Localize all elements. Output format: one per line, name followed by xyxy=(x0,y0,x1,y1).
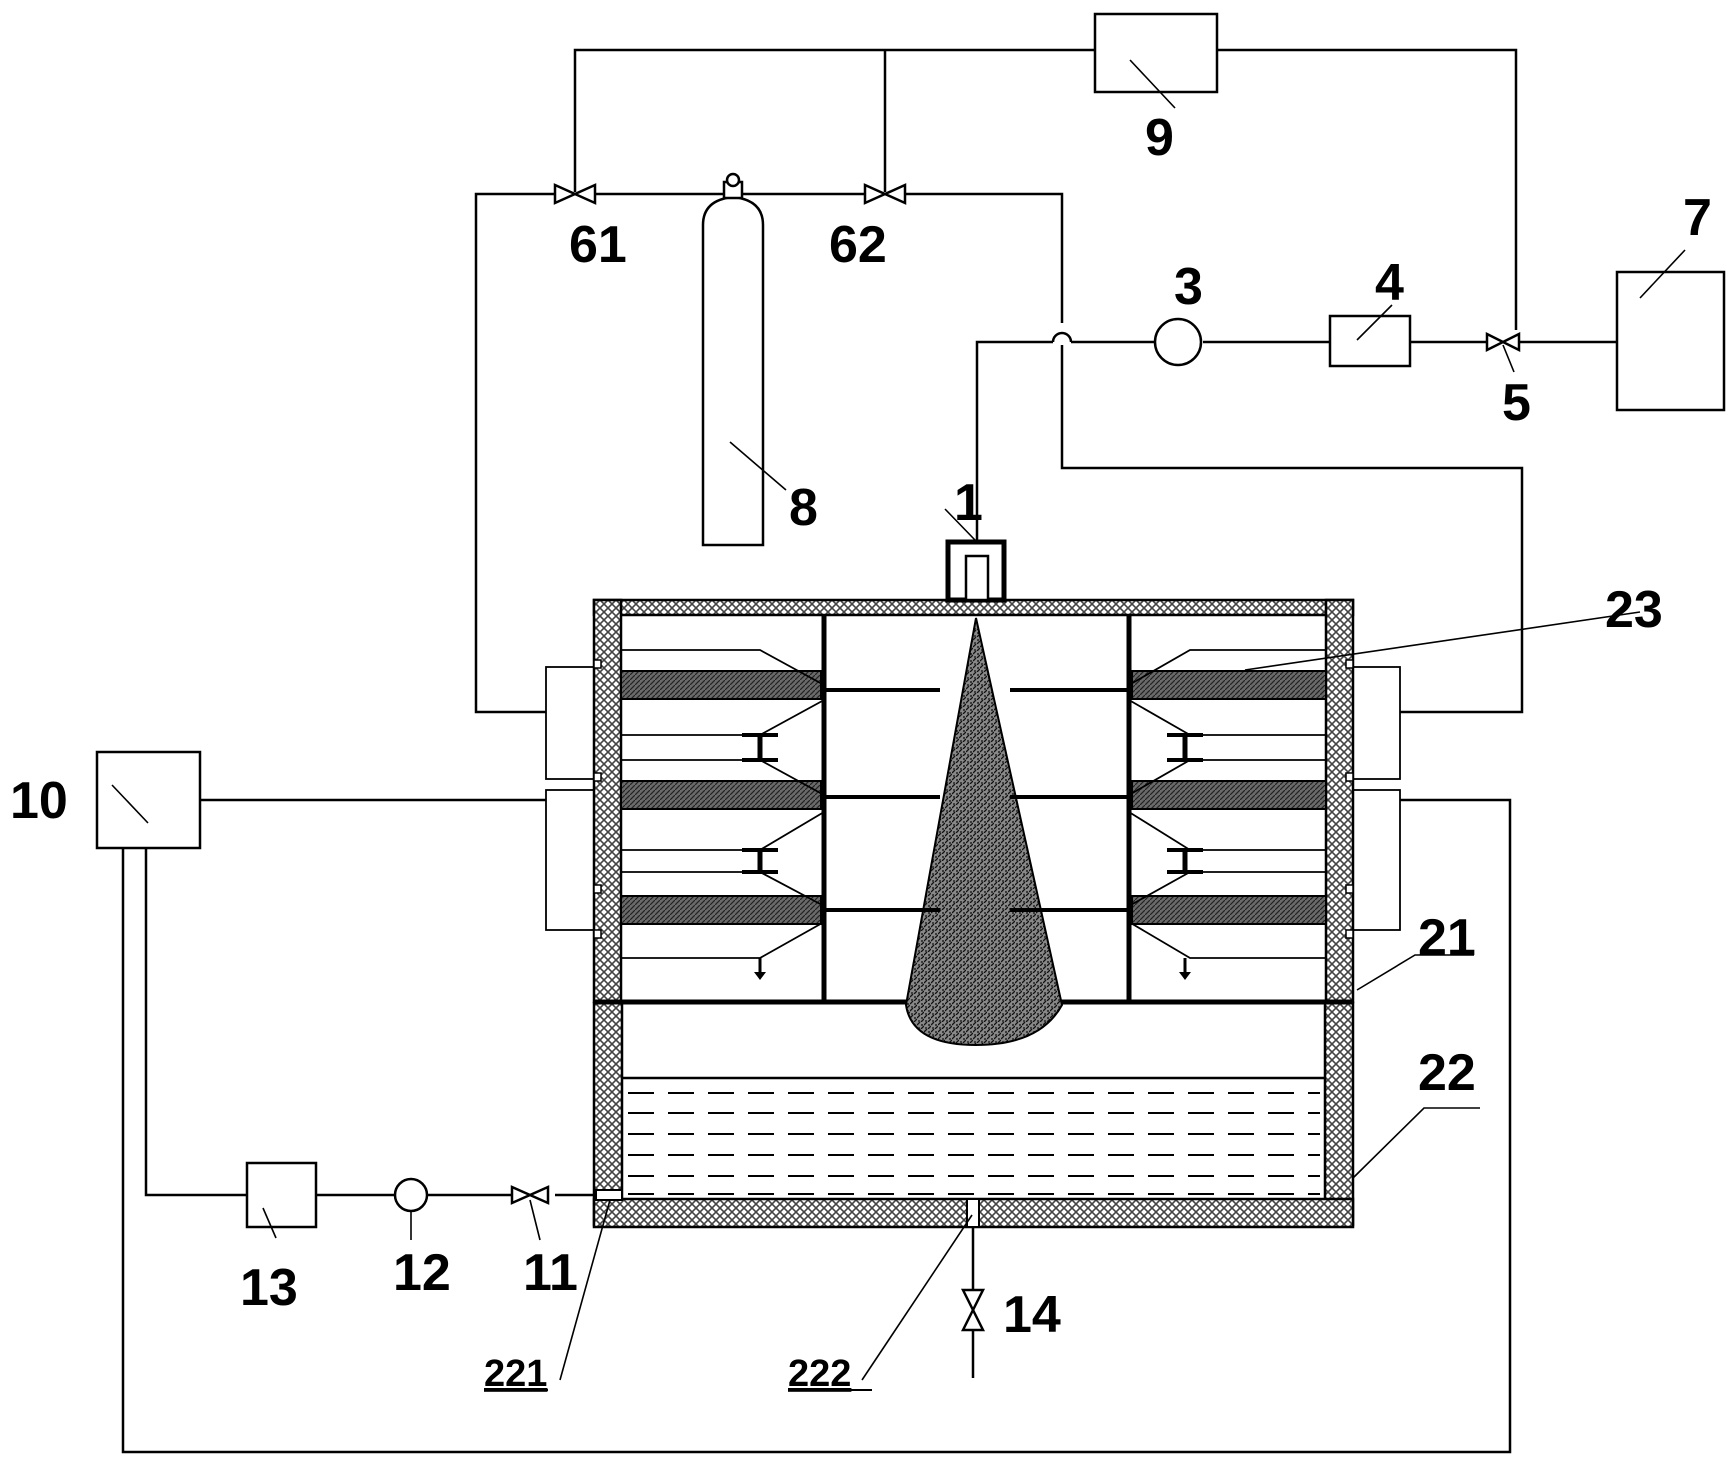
label-23: 23 xyxy=(1605,581,1663,639)
label-5: 5 xyxy=(1502,374,1531,432)
label-12: 12 xyxy=(393,1244,451,1302)
label-14: 14 xyxy=(1003,1286,1061,1344)
label-221: 221 xyxy=(484,1353,547,1395)
left-plate-stack xyxy=(545,649,940,980)
lower-tank-22 xyxy=(592,1001,1355,1229)
label-222: 222 xyxy=(788,1353,851,1395)
label-3: 3 xyxy=(1174,258,1203,316)
label-7: 7 xyxy=(1683,189,1712,247)
valve-14 xyxy=(960,1288,986,1332)
plate-23 xyxy=(1131,670,1327,700)
valve-11 xyxy=(510,1185,550,1205)
valve-61 xyxy=(553,183,597,205)
label-1: 1 xyxy=(954,474,983,532)
leader-lines xyxy=(111,59,1686,1381)
label-21: 21 xyxy=(1418,909,1476,967)
pump-12 xyxy=(393,1177,429,1213)
controller-10 xyxy=(95,750,202,850)
spray-cone xyxy=(904,617,1064,1047)
outlet-222 xyxy=(966,1198,980,1228)
unit-13 xyxy=(245,1161,318,1229)
label-9: 9 xyxy=(1145,109,1174,167)
label-13: 13 xyxy=(240,1259,298,1317)
controller-9 xyxy=(1093,12,1219,94)
liquid-level-dashes xyxy=(628,1092,1320,1195)
label-62: 62 xyxy=(829,216,887,274)
tank-7 xyxy=(1615,270,1726,412)
label-8: 8 xyxy=(789,479,818,537)
nozzle-1 xyxy=(945,539,1007,603)
label-11: 11 xyxy=(523,1244,578,1302)
label-10: 10 xyxy=(10,772,68,830)
label-61: 61 xyxy=(569,216,627,274)
valve-5 xyxy=(1485,331,1540,353)
right-plate-stack xyxy=(1010,649,1401,980)
left-wiring xyxy=(121,798,1512,1454)
label-4: 4 xyxy=(1375,254,1404,312)
inlet-221 xyxy=(595,1189,623,1201)
valve-62 xyxy=(863,183,907,205)
gas-cylinder-8 xyxy=(701,172,765,547)
pump-3 xyxy=(1153,317,1203,367)
label-22: 22 xyxy=(1418,1044,1476,1102)
unit-4 xyxy=(1328,314,1412,368)
